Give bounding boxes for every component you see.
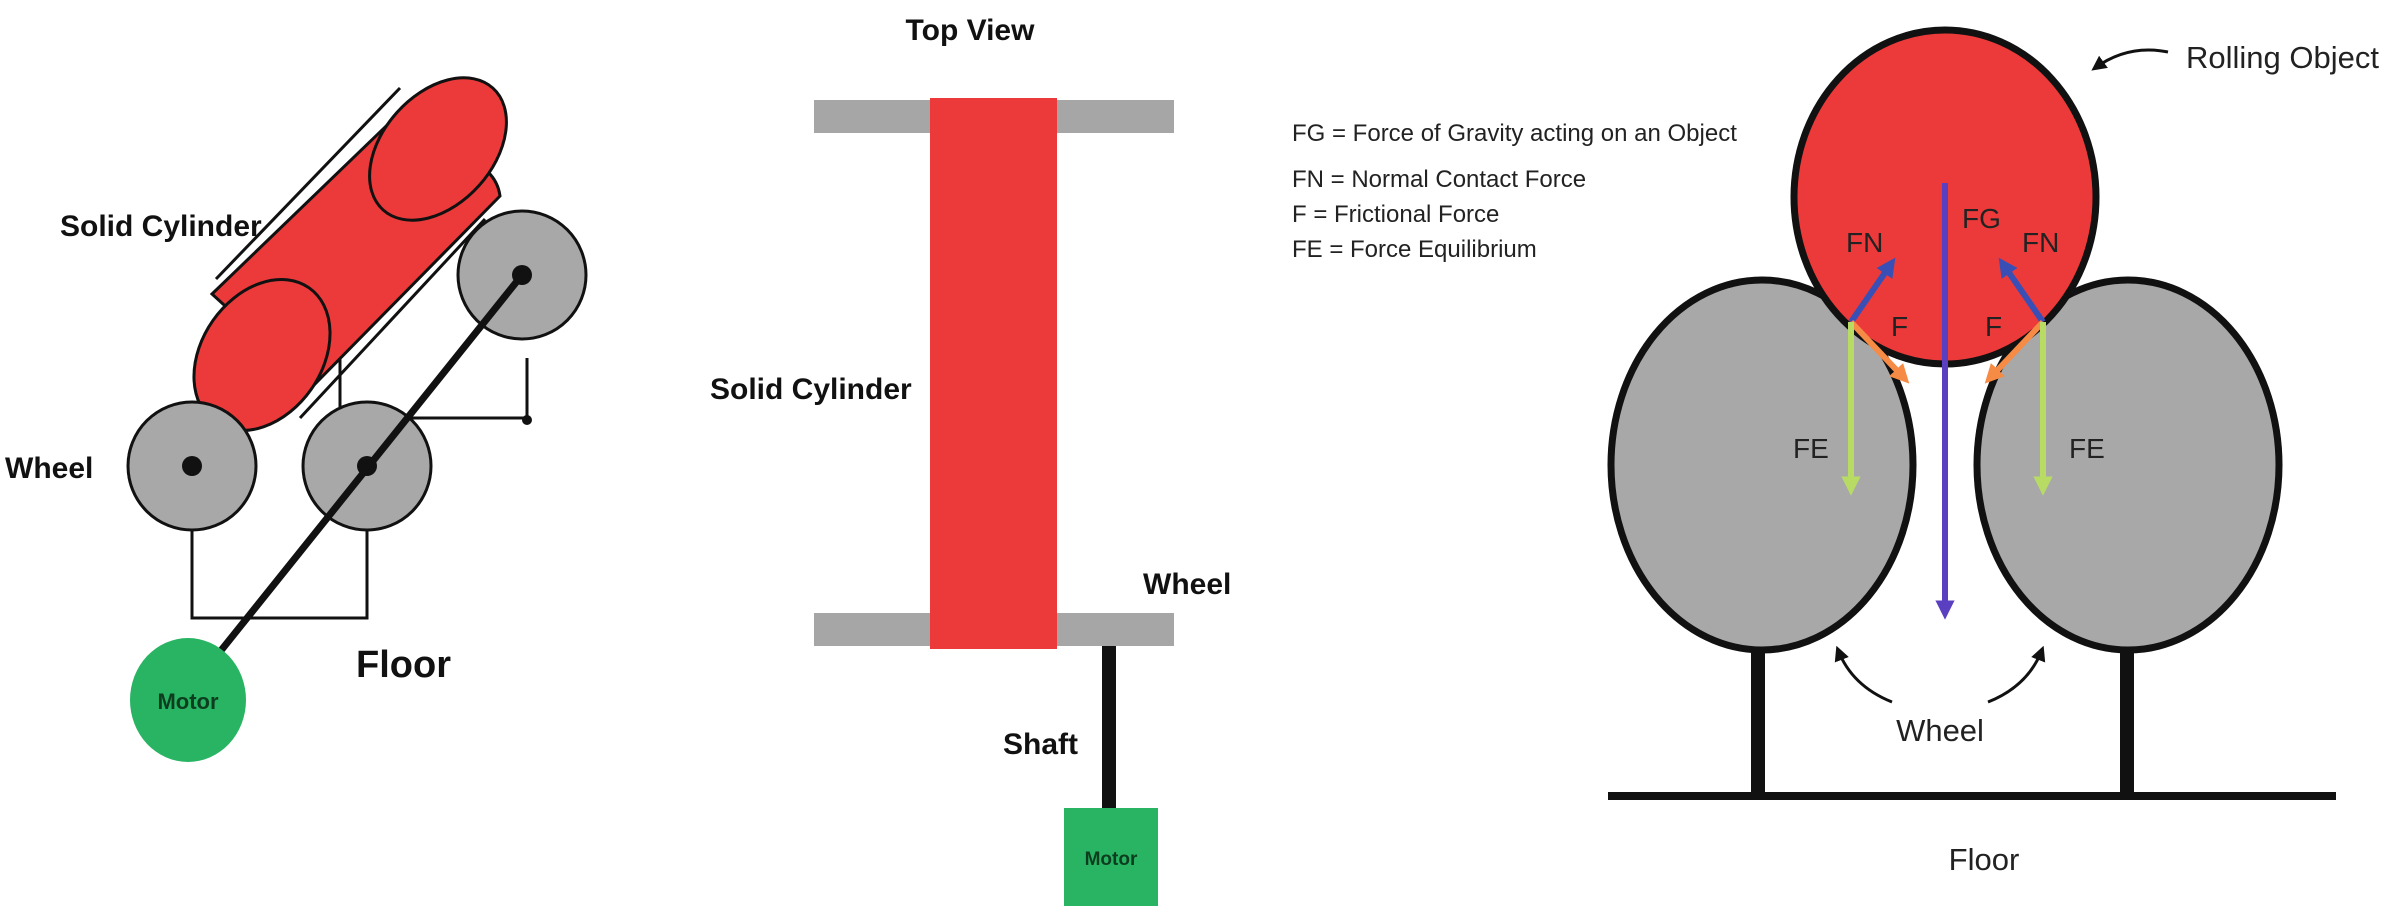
motor-label: Motor [157, 689, 219, 714]
legend-fn: FN = Normal Contact Force [1292, 166, 1586, 193]
drive-shaft [211, 271, 526, 662]
right-support-wheel [1973, 276, 2283, 654]
fe-right-label: FE [2069, 433, 2105, 464]
legend-fg: FG = Force of Gravity acting on an Objec… [1292, 120, 1737, 147]
wheel-pointer-left [1834, 645, 1893, 704]
rolling-object-pointer [2091, 48, 2169, 71]
fn-left-label: FN [1846, 227, 1883, 258]
wheel-pointer-right [1987, 645, 2046, 704]
legend-f: F = Frictional Force [1292, 201, 1499, 228]
fn-left-arrow [1848, 257, 1896, 324]
solid-cylinder-label: Solid Cylinder [60, 210, 262, 243]
back-frame-line [338, 358, 529, 420]
panel-forces: FG = Force of Gravity acting on an Objec… [1292, 26, 2379, 877]
front-frame-line [190, 530, 369, 620]
top-view-shaft [1102, 646, 1116, 810]
front-left-wheel-hub [182, 456, 202, 476]
cylinder-back-cap [368, 76, 508, 222]
f-right-arrow [1984, 319, 2046, 384]
top-view-title: Top View [906, 14, 1036, 47]
fn-right-arrow [1998, 257, 2046, 324]
top-view-shaft-label: Shaft [1003, 728, 1078, 761]
top-view-motor-label: Motor [1085, 849, 1138, 870]
right-wheel-stand [2120, 640, 2134, 798]
cylinder-bottom-edge [298, 217, 487, 420]
top-view-motor [1064, 808, 1158, 906]
f-right-label: F [1985, 311, 2002, 342]
f-left-arrow [1848, 319, 1910, 384]
panel-isometric: Motor Solid Cylinder Wheel Floor [5, 76, 588, 762]
motor-circle [130, 638, 246, 762]
top-view-solid-cylinder-label: Solid Cylinder [710, 373, 912, 406]
fn-right-label: FN [2022, 227, 2059, 258]
floor-label: Floor [356, 644, 451, 686]
rolling-object-label: Rolling Object [2186, 40, 2379, 75]
frame-joint [522, 415, 532, 425]
top-view-cylinder [930, 98, 1057, 649]
fe-left-label: FE [1793, 433, 1829, 464]
panel-top-view: Top View Motor Solid Cylinder Wheel Shaf… [710, 14, 1231, 906]
legend-fe: FE = Force Equilibrium [1292, 236, 1537, 263]
left-support-wheel [1607, 276, 1917, 654]
f-left-label: F [1891, 311, 1908, 342]
wheel-label: Wheel [5, 452, 93, 485]
top-view-wheel-label: Wheel [1143, 568, 1231, 601]
wheel-label-forces: Wheel [1896, 713, 1984, 748]
left-wheel-stand [1751, 640, 1765, 798]
cylinder-top-edge [214, 86, 402, 281]
fg-label: FG [1962, 203, 2001, 234]
floor-label-forces: Floor [1949, 842, 2020, 877]
